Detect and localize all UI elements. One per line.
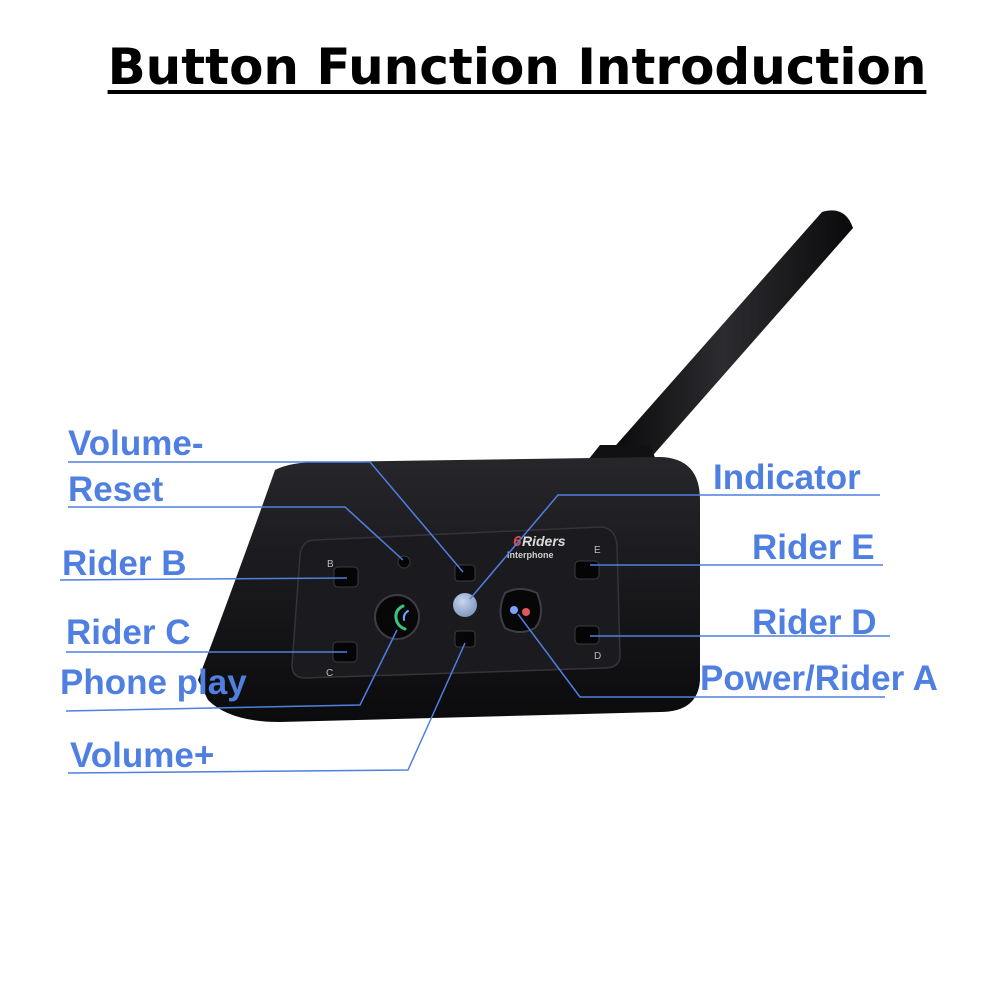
rider-b-button [333, 566, 359, 588]
power-rider-a-button [499, 588, 542, 633]
callout-power [517, 613, 885, 698]
label-rider-b: Rider B [62, 544, 187, 583]
brand-logo: 6 [513, 533, 522, 550]
volume-plus-button [454, 630, 476, 648]
button-letter-e: E [594, 545, 601, 556]
phone-icon [394, 604, 407, 631]
button-letter-c: C [326, 668, 333, 679]
callout-lines [59, 461, 890, 774]
volume-minus-button [454, 564, 476, 582]
rider-icon [510, 606, 518, 614]
page-title: Button Function Introduction [107, 38, 927, 96]
callout-indicator [469, 494, 880, 600]
brand-logo-word: Riders [522, 533, 566, 549]
callout-volume-minus [68, 461, 464, 573]
label-volume-minus: Volume- [68, 424, 204, 463]
label-rider-e: Rider E [752, 528, 875, 567]
callout-rider-b [59, 577, 348, 581]
label-indicator: Indicator [713, 458, 861, 497]
rider-d-button [574, 625, 600, 645]
button-letter-d: D [594, 651, 601, 662]
label-rider-c: Rider C [66, 613, 191, 652]
antenna [594, 210, 853, 470]
callout-volume-plus [67, 642, 466, 774]
rider-e-button [574, 560, 600, 580]
label-rider-d: Rider D [752, 603, 877, 642]
callout-reset [68, 506, 404, 561]
label-volume-plus: Volume+ [70, 736, 215, 775]
label-reset: Reset [68, 470, 164, 509]
button-letter-b: B [327, 559, 334, 570]
label-phone-play: Phone play [60, 663, 247, 702]
brand-subtitle: Interphone [507, 550, 554, 560]
callout-phone-play [65, 629, 398, 712]
indicator-led [453, 593, 477, 617]
label-power-rider-a: Power/Rider A [700, 659, 938, 698]
